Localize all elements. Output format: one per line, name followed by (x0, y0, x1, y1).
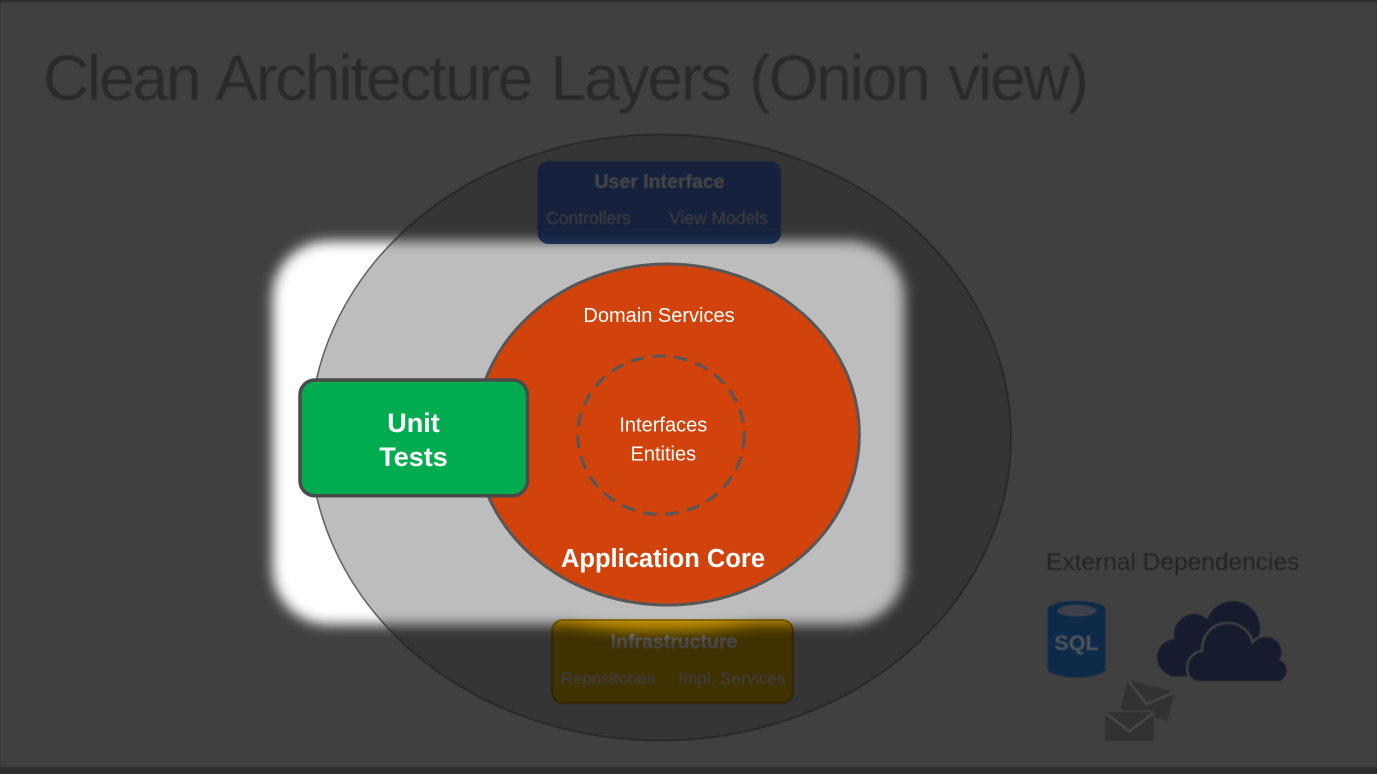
svg-text:Entities: Entities (631, 444, 697, 466)
svg-text:Repositories: Repositories (559, 668, 657, 688)
svg-text:Application Core: Application Core (561, 545, 765, 573)
svg-text:View Models: View Models (669, 208, 768, 228)
svg-text:Impl. Services: Impl. Services (677, 668, 787, 688)
svg-text:Unit: Unit (387, 408, 439, 438)
svg-text:Controllers: Controllers (546, 208, 631, 228)
svg-text:User Interface: User Interface (594, 171, 724, 193)
svg-text:Tests: Tests (379, 442, 448, 472)
svg-text:Infrastructure: Infrastructure (611, 631, 738, 653)
svg-text:Domain Services: Domain Services (583, 305, 734, 327)
svg-text:Interfaces: Interfaces (619, 415, 707, 437)
